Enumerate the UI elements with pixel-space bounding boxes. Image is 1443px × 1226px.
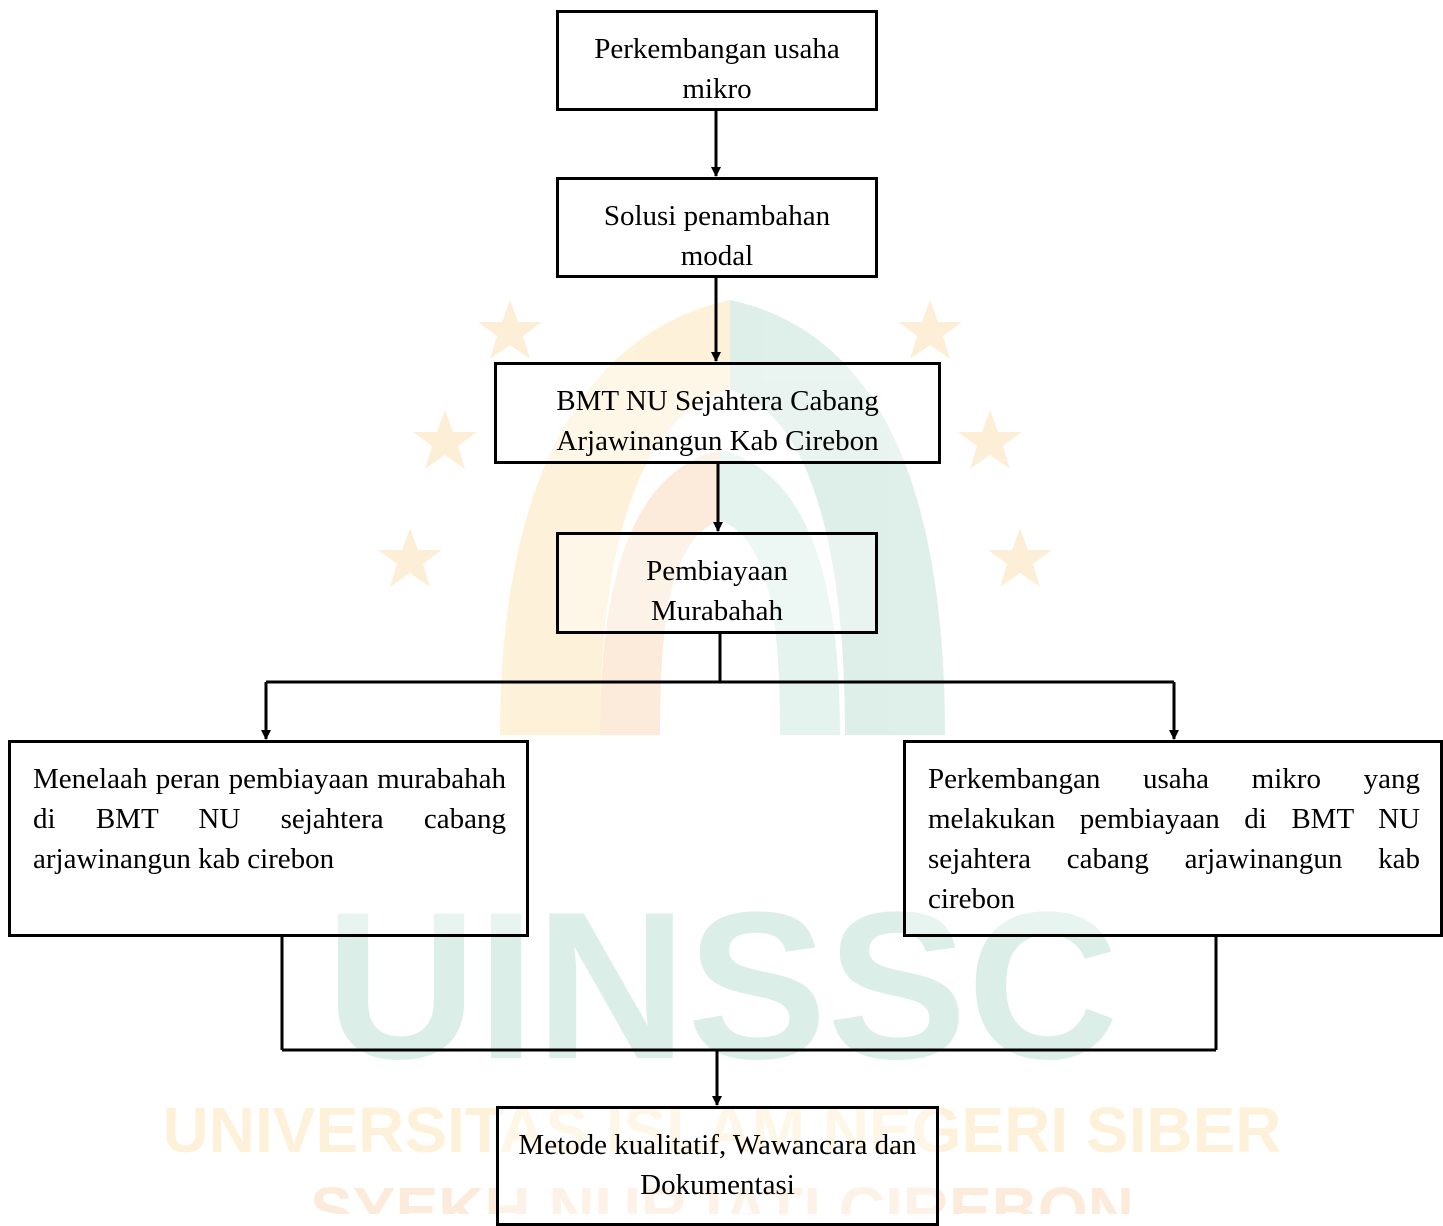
- flow-node-bmt-nu: BMT NU Sejahtera Cabang Arjawinangun Kab…: [494, 362, 941, 464]
- node-label: BMT NU Sejahtera Cabang Arjawinangun Kab…: [556, 385, 879, 457]
- star-icons: [378, 300, 1052, 587]
- arch-orange: [600, 450, 720, 735]
- star-icon: [988, 528, 1052, 587]
- flow-node-metode: Metode kualitatif, Wawancara dan Dokumen…: [496, 1106, 939, 1226]
- watermark-big-text: UINSSC: [325, 868, 1118, 1103]
- node-label: Perkembangan usaha mikro yang melakukan …: [928, 763, 1420, 915]
- star-icon: [378, 528, 442, 587]
- star-icon: [958, 410, 1022, 469]
- star-icon: [478, 300, 542, 359]
- star-icon: [413, 410, 477, 469]
- node-label: Solusi penambahan modal: [603, 200, 831, 272]
- flow-node-menelaah-peran: Menelaah peran pembiayaan murabahah di B…: [8, 740, 529, 937]
- arch-green-inner: [720, 450, 840, 735]
- flow-node-pembiayaan-murabahah: Pembiayaan Murabahah: [556, 532, 878, 634]
- flow-node-usaha-mikro: Perkembangan usaha mikro: [556, 10, 878, 111]
- star-icon: [898, 300, 962, 359]
- node-label: Menelaah peran pembiayaan murabahah di B…: [33, 763, 506, 875]
- flow-node-perkembangan-pembiayaan: Perkembangan usaha mikro yang melakukan …: [903, 740, 1443, 937]
- arch-green-outer: [730, 300, 945, 735]
- flow-node-solusi-modal: Solusi penambahan modal: [556, 177, 878, 278]
- node-label: Perkembangan usaha mikro: [594, 33, 840, 105]
- watermark-line-2: SYEKH NURJATI CIREBON: [310, 1174, 1134, 1214]
- node-label: Pembiayaan Murabahah: [646, 555, 788, 627]
- node-label: Metode kualitatif, Wawancara dan Dokumen…: [518, 1129, 917, 1201]
